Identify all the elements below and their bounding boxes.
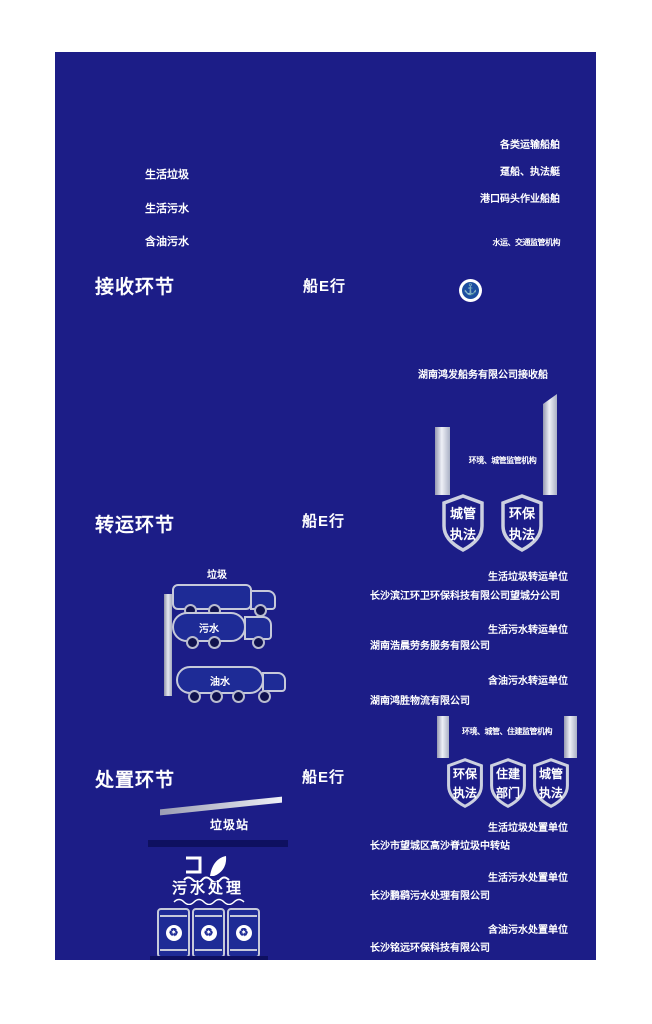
waste-type-oily: 含油污水 [145,236,189,248]
ship-type-port: 港口码头作业船舶 [480,194,560,205]
shield-icon [442,494,484,552]
shield-line: 部门 [495,786,520,800]
shield-badge-huanbao: 环保 执法 [446,757,484,809]
station-ground [148,840,288,847]
sewage-treatment-label: 污水处理 [172,880,245,897]
truck-wheel [210,690,223,703]
recycle-icon: ♻ [235,925,252,941]
dispose-unit-company: 长沙市望城区高沙脊垃圾中转站 [370,841,510,852]
truck-wheel [188,690,201,703]
receive-app-badge: 船E行 [303,278,347,295]
shield-line: 环保 [452,767,477,781]
shield-icon [447,758,483,809]
receive-section-title: 接收环节 [95,277,176,298]
dispose-unit-company: 长沙铭远环保科技有限公司 [370,943,490,954]
oil-barrel: ♻ [157,908,190,958]
truck-wheel [186,636,199,649]
recycle-icon: ♻ [200,925,217,941]
shield-badge-chengguan: 城管 执法 [532,757,570,809]
sewage-truck-label: 污水 [199,623,219,635]
shield-badge-zhujian: 住建 部门 [489,757,527,809]
ribbon-bar [543,394,557,495]
water-wave-icon [173,898,245,905]
receiver-ship-label: 湖南鸿发船务有限公司接收船 [418,370,548,381]
shield-icon [490,758,526,809]
anchor-icon: ⚓ [462,282,479,299]
dispose-app-badge: 船E行 [302,769,346,786]
waste-type-sewage: 生活污水 [145,203,189,215]
dispose-unit-label: 含油污水处置单位 [488,925,568,936]
shield-line: 执法 [449,527,476,542]
shield-line: 执法 [538,786,563,800]
dispose-section-title: 处置环节 [95,770,176,791]
transfer-app-badge: 船E行 [302,513,346,530]
truck-wheel [208,636,221,649]
transfer-unit-label: 含油污水转运单位 [488,676,568,687]
truck-wheel [232,690,245,703]
oil-barrel: ♻ [192,908,225,958]
barrel-platform [150,956,268,960]
sewage-truck-tank: 污水 [172,612,246,642]
dispose-unit-label: 生活垃圾处置单位 [488,823,568,834]
shield-line: 执法 [508,527,535,542]
oil-truck-label: 油水 [210,676,230,688]
ship-type-transport: 各类运输船舶 [500,140,560,151]
transfer-unit-company: 长沙滨江环卫环保科技有限公司望城分公司 [370,591,560,602]
dispose-unit-company: 长沙鹏鹞污水处理有限公司 [370,891,490,902]
oil-truck-cab [262,672,286,692]
shield-line: 住建 [495,767,520,781]
shield-line: 城管 [449,506,476,521]
transfer-supervisor-label: 环境、城管、住建监管机构 [462,727,553,736]
transfer-section-title: 转运环节 [95,515,176,536]
regulator-water-transport: 水运、交通监管机构 [492,238,561,247]
transfer-unit-label: 生活污水转运单位 [488,625,568,636]
truck-wheel [258,690,271,703]
ribbon-bar [564,716,577,758]
garbage-truck-label: 垃圾 [207,570,227,581]
transfer-unit-company: 湖南鸿胜物流有限公司 [370,696,470,707]
shield-icon [501,494,543,552]
shield-line: 城管 [538,767,563,781]
garbage-station-label: 垃圾站 [210,818,250,832]
ribbon-bar [437,716,449,758]
shield-line: 环保 [508,506,535,521]
recycle-icon: ♻ [165,925,182,941]
ship-type-pontoon: 趸船、执法艇 [500,167,560,178]
waste-type-garbage: 生活垃圾 [145,169,189,181]
shield-badge-chengguan: 城管 执法 [441,494,485,552]
maritime-anchor-emblem-icon: ⚓ [459,279,482,302]
transfer-unit-company: 湖南浩晨劳务服务有限公司 [370,641,490,652]
shield-icon [533,758,569,809]
ribbon-bar [435,427,450,495]
truck-dock-strip [164,594,172,696]
oil-barrel: ♻ [227,908,260,958]
oil-truck-tank: 油水 [176,666,264,694]
truck-wheel [252,636,265,649]
shield-badge-huanbao: 环保 执法 [500,494,544,552]
shield-line: 执法 [452,786,477,800]
sewage-outfall-icon [183,856,230,882]
receive-supervisor-label: 环境、城管监管机构 [468,456,537,465]
dispose-unit-label: 生活污水处置单位 [488,873,568,884]
transfer-unit-label: 生活垃圾转运单位 [488,572,568,583]
